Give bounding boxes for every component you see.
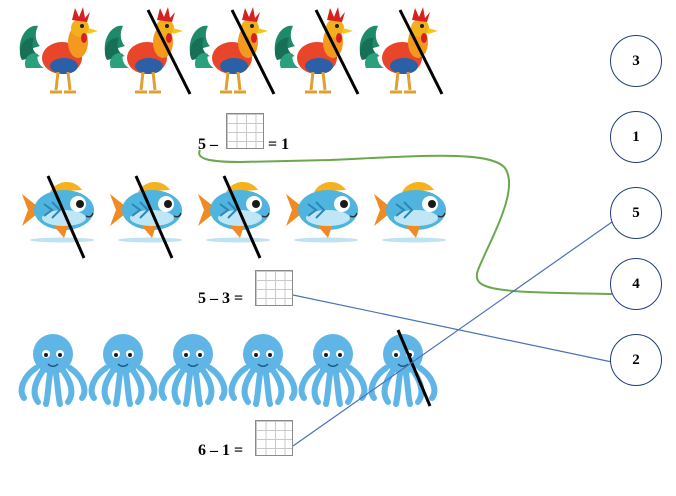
rooster-4 bbox=[273, 5, 355, 94]
answer-circle-1[interactable]: 1 bbox=[610, 111, 662, 163]
answer-circle-2[interactable]: 2 bbox=[610, 334, 662, 386]
octopus-2 bbox=[92, 334, 155, 404]
octopus-5 bbox=[302, 334, 365, 404]
cross-out-mark bbox=[396, 329, 432, 407]
octopus-1 bbox=[22, 334, 85, 404]
cross-out-mark bbox=[146, 9, 192, 95]
answer-box-1[interactable] bbox=[226, 113, 264, 149]
rooster-5 bbox=[358, 5, 440, 94]
answer-circle-3[interactable]: 3 bbox=[610, 35, 662, 87]
answer-box-3[interactable] bbox=[255, 420, 293, 456]
fish-2 bbox=[109, 180, 183, 244]
rooster-1 bbox=[18, 5, 100, 94]
cross-out-mark bbox=[314, 9, 360, 95]
matching-line-green[interactable] bbox=[198, 149, 613, 295]
equation-3-left: 6 – 1 = bbox=[198, 442, 244, 459]
equation-2-left: 5 – 3 = bbox=[198, 290, 244, 307]
rooster-2 bbox=[103, 5, 185, 94]
cross-out-mark bbox=[398, 9, 444, 95]
octopus-4 bbox=[232, 334, 295, 404]
fish-3 bbox=[197, 180, 271, 244]
matching-line-blue[interactable] bbox=[292, 221, 613, 447]
cross-out-mark bbox=[46, 175, 86, 259]
matching-line-blue[interactable] bbox=[292, 294, 613, 363]
answer-box-2[interactable] bbox=[255, 270, 293, 306]
octopus-3 bbox=[162, 334, 225, 404]
rooster-3 bbox=[188, 5, 270, 94]
cross-out-mark bbox=[134, 175, 174, 259]
answer-circle-4[interactable]: 4 bbox=[610, 258, 662, 310]
cross-out-mark bbox=[230, 9, 276, 95]
fish-4 bbox=[285, 180, 359, 244]
fish-5 bbox=[373, 180, 447, 244]
equation-1-left: 5 – bbox=[198, 136, 218, 153]
cross-out-mark bbox=[222, 175, 262, 259]
equation-1-right: = 1 bbox=[268, 136, 290, 153]
fish-1 bbox=[21, 180, 95, 244]
answer-circle-5[interactable]: 5 bbox=[610, 187, 662, 239]
